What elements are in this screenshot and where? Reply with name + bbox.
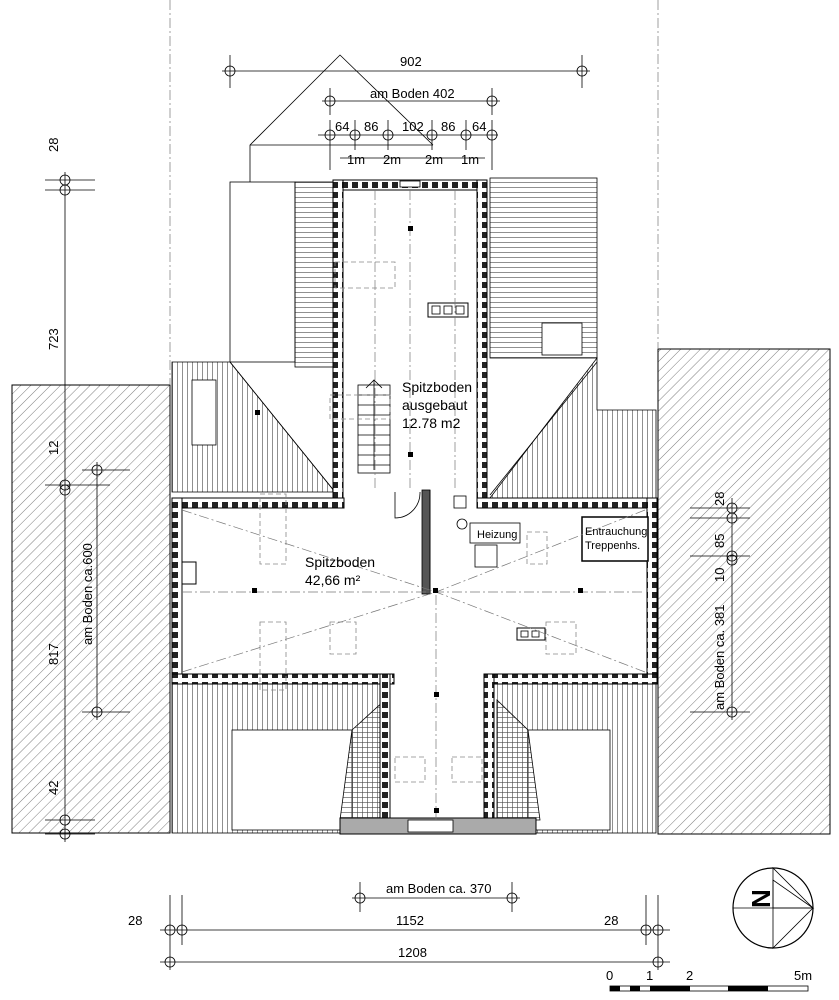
dim-left-main: 723 <box>46 328 61 350</box>
room-upper-name-1: Spitzboden <box>402 379 472 395</box>
dim-top-seg-1: 64 <box>335 119 349 134</box>
scale-tick-1: 1 <box>646 968 653 983</box>
dim-top-total: 902 <box>400 54 422 69</box>
room-lower-name: Spitzboden <box>305 554 375 570</box>
dimensions-bottom: am Boden ca. 370 28 1152 28 1208 <box>128 881 670 970</box>
posts <box>252 226 583 813</box>
north-label: N <box>746 889 776 908</box>
scale-bar: 0 1 2 5m <box>606 968 812 992</box>
dim-bottom-inner: am Boden ca. 370 <box>386 881 492 896</box>
dim-top-height-3: 2m <box>425 152 443 167</box>
dim-top-seg-3: 102 <box>402 119 424 134</box>
room-smoke-vent-1: Entrauchung <box>585 526 647 538</box>
dim-right-mid: 85 <box>712 534 727 548</box>
walls <box>171 179 658 835</box>
scale-tick-5m: 5m <box>794 968 812 983</box>
dim-bottom-total: 1208 <box>398 945 427 960</box>
room-upper-area: 12.78 m2 <box>402 415 461 431</box>
dim-top-height-2: 2m <box>383 152 401 167</box>
dim-right-top: 28 <box>712 492 727 506</box>
dim-top-height-4: 1m <box>461 152 479 167</box>
dimensions-top: 902 am Boden 402 64 86 102 86 64 1m 2m 2… <box>222 54 590 170</box>
dim-right-small: 10 <box>712 568 727 582</box>
dim-bottom-left: 28 <box>128 913 142 928</box>
dim-left-bottom: 42 <box>46 781 61 795</box>
neighbour-buildings <box>11 348 831 835</box>
dim-bottom-right: 28 <box>604 913 618 928</box>
axes <box>181 190 646 820</box>
room-lower-area: 42,66 m² <box>305 572 361 588</box>
scale-tick-2: 2 <box>686 968 693 983</box>
interior-details <box>181 180 649 783</box>
dim-top-inner: am Boden 402 <box>370 86 455 101</box>
dim-left-lower: 817 <box>46 643 61 665</box>
room-labels: Spitzboden ausgebaut 12.78 m2 Spitzboden… <box>305 379 647 588</box>
property-lines <box>169 0 659 385</box>
room-smoke-vent-2: Treppenhs. <box>585 540 640 552</box>
dimensions-right: 28 85 10 am Boden ca. 381 <box>690 492 750 720</box>
dim-top-height-1: 1m <box>347 152 365 167</box>
gable-outline <box>249 54 434 182</box>
north-arrow: N <box>732 867 815 949</box>
dim-left-mid: 12 <box>46 441 61 455</box>
dim-right-inner: am Boden ca. 381 <box>712 604 727 710</box>
dim-top-seg-2: 86 <box>364 119 378 134</box>
dim-bottom-main: 1152 <box>396 913 424 928</box>
dim-top-seg-4: 86 <box>441 119 455 134</box>
room-heating: Heizung <box>477 529 517 541</box>
dim-top-seg-5: 64 <box>472 119 486 134</box>
dim-left-top: 28 <box>46 138 61 152</box>
scale-tick-0: 0 <box>606 968 613 983</box>
dimensions-left: 28 723 12 817 42 am Boden ca.600 <box>45 138 130 842</box>
roof-areas <box>171 177 657 834</box>
room-upper-name-2: ausgebaut <box>402 397 468 413</box>
dim-left-inner: am Boden ca.600 <box>80 543 95 645</box>
